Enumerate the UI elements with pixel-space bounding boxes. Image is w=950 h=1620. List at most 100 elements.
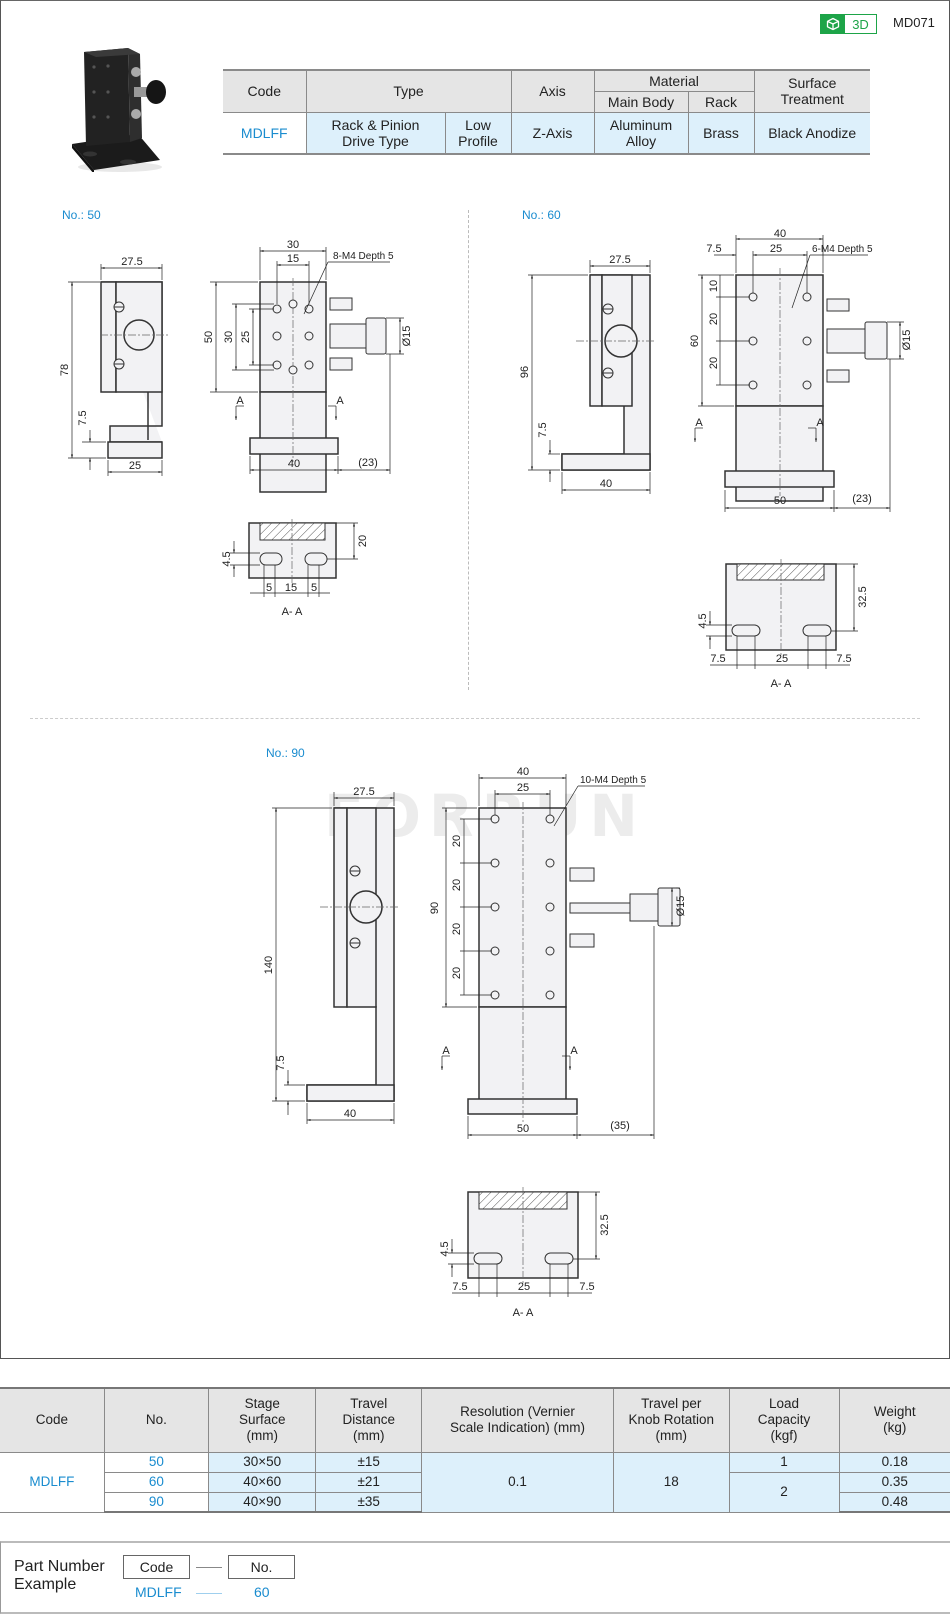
- svg-text:7.5: 7.5: [537, 422, 549, 437]
- weight-value: 0.48: [838, 1491, 950, 1513]
- svg-text:A: A: [570, 1045, 578, 1057]
- section-label-no60[interactable]: No.: 60: [522, 208, 561, 222]
- svg-text:7.5: 7.5: [77, 410, 89, 425]
- travel-value: ±15: [315, 1451, 422, 1473]
- header-material: Material: [593, 69, 755, 92]
- col-code: Code: [0, 1387, 105, 1453]
- svg-text:27.5: 27.5: [121, 256, 142, 268]
- svg-text:(23): (23): [852, 493, 872, 505]
- no60-side-view: 27.5 96 7.5 40: [519, 254, 656, 494]
- svg-text:40: 40: [517, 766, 529, 778]
- svg-text:(23): (23): [358, 457, 378, 469]
- svg-text:7.5: 7.5: [836, 653, 851, 665]
- table-row: MDLFF 50 30×50 ±15 0.1 18 1 0.18: [0, 1451, 950, 1513]
- svg-text:27.5: 27.5: [353, 786, 374, 798]
- svg-text:6-M4 Depth 5: 6-M4 Depth 5: [812, 244, 873, 255]
- col-travel-per-rotation: Travel per Knob Rotation (mm): [613, 1387, 730, 1453]
- svg-text:20: 20: [451, 923, 463, 935]
- weight-value: 0.35: [838, 1471, 950, 1493]
- travel-value: ±35: [315, 1491, 422, 1513]
- svg-text:7.5: 7.5: [275, 1055, 287, 1070]
- svg-text:20: 20: [451, 967, 463, 979]
- svg-text:A: A: [236, 395, 244, 407]
- svg-text:60: 60: [689, 335, 701, 347]
- no50-side-view: 27.5 78 7.5 25: [59, 256, 170, 476]
- svg-text:30: 30: [287, 239, 299, 251]
- no90-side-view: 27.5 140 7.5 40: [263, 786, 400, 1124]
- axis-value: Z-Axis: [510, 111, 595, 155]
- svg-text:25: 25: [517, 782, 529, 794]
- part-number-no-value: 60: [254, 1584, 270, 1600]
- no-link[interactable]: 60: [104, 1471, 209, 1493]
- col-resolution: Resolution (Vernier Scale Indication) (m…: [420, 1387, 615, 1453]
- travel-value: ±21: [315, 1471, 422, 1493]
- rack-value: Brass: [687, 111, 755, 155]
- header-type: Type: [305, 69, 512, 113]
- col-load-capacity: Load Capacity (kgf): [728, 1387, 840, 1453]
- col-stage-surface: Stage Surface (mm): [207, 1387, 317, 1453]
- svg-text:A: A: [816, 417, 824, 429]
- col-travel-distance: Travel Distance (mm): [315, 1387, 422, 1453]
- stage-surface-value: 30×50: [207, 1451, 317, 1473]
- svg-text:7.5: 7.5: [710, 653, 725, 665]
- svg-text:A: A: [336, 395, 344, 407]
- svg-text:7.5: 7.5: [579, 1281, 594, 1293]
- svg-text:10-M4 Depth 5: 10-M4 Depth 5: [580, 775, 647, 786]
- part-number-code-field: Code: [123, 1555, 190, 1579]
- load-value: 2: [728, 1471, 840, 1513]
- col-no: No.: [103, 1387, 209, 1453]
- svg-text:40: 40: [288, 458, 300, 470]
- type-profile: Low Profile: [444, 111, 512, 155]
- horizontal-divider: [30, 718, 920, 719]
- svg-text:A: A: [695, 417, 703, 429]
- weight-value: 0.18: [838, 1451, 950, 1473]
- section-label-no50[interactable]: No.: 50: [62, 208, 101, 222]
- no-link[interactable]: 50: [103, 1451, 209, 1473]
- drawing-frame: [0, 0, 950, 1359]
- svg-text:7.5: 7.5: [706, 243, 721, 255]
- type-drive: Rack & Pinion Drive Type: [305, 111, 446, 155]
- svg-text:20: 20: [708, 357, 720, 369]
- svg-text:4.5: 4.5: [221, 551, 233, 566]
- svg-text:20: 20: [451, 879, 463, 891]
- svg-text:50: 50: [203, 331, 215, 343]
- header-code: Code: [223, 69, 307, 113]
- code-link[interactable]: MDLFF: [0, 1451, 105, 1513]
- svg-text:4.5: 4.5: [439, 1241, 451, 1256]
- svg-text:20: 20: [357, 535, 369, 547]
- svg-text:20: 20: [708, 313, 720, 325]
- svg-text:78: 78: [59, 364, 71, 376]
- svg-text:25: 25: [776, 653, 788, 665]
- svg-text:140: 140: [263, 956, 275, 974]
- specification-data-table: Code No. Stage Surface (mm) Travel Dista…: [0, 1387, 950, 1513]
- svg-text:27.5: 27.5: [609, 254, 630, 266]
- surface-treatment-value: Black Anodize: [753, 111, 870, 155]
- svg-text:32.5: 32.5: [599, 1214, 611, 1235]
- no-link[interactable]: 90: [104, 1491, 209, 1513]
- stage-surface-value: 40×90: [207, 1491, 317, 1513]
- svg-text:A: A: [442, 1045, 450, 1057]
- svg-text:Ø15: Ø15: [401, 326, 413, 347]
- section-label-no90[interactable]: No.: 90: [266, 746, 305, 760]
- 3d-label: 3D: [845, 15, 876, 33]
- part-number-title-line2: Example: [14, 1576, 77, 1593]
- part-number-title: Part Number Example: [14, 1558, 105, 1594]
- code-link[interactable]: MDLFF: [223, 111, 307, 155]
- svg-text:8-M4 Depth 5: 8-M4 Depth 5: [333, 251, 394, 262]
- cube-icon: [821, 15, 845, 33]
- header-surface-treatment: Surface Treatment: [753, 69, 870, 113]
- vertical-divider: [468, 210, 469, 690]
- svg-text:5: 5: [266, 582, 272, 594]
- svg-text:A- A: A- A: [771, 678, 792, 690]
- resolution-value: 0.1: [420, 1451, 615, 1513]
- 3d-model-button[interactable]: 3D: [820, 14, 877, 34]
- no50-front-view: 30 15 8-M4 Depth 5 50 30 25 Ø15 40 (23) …: [203, 239, 413, 493]
- svg-text:40: 40: [344, 1108, 356, 1120]
- part-number-title-line1: Part Number: [14, 1558, 105, 1575]
- svg-text:4.5: 4.5: [697, 613, 709, 628]
- svg-text:Ø15: Ø15: [675, 896, 687, 917]
- no60-front-view: 40 25 7.5 6-M4 Depth 5 60 10 20 20 Ø15 5…: [689, 228, 913, 512]
- svg-text:96: 96: [519, 366, 531, 378]
- stage-surface-value: 40×60: [207, 1471, 317, 1493]
- svg-text:5: 5: [311, 582, 317, 594]
